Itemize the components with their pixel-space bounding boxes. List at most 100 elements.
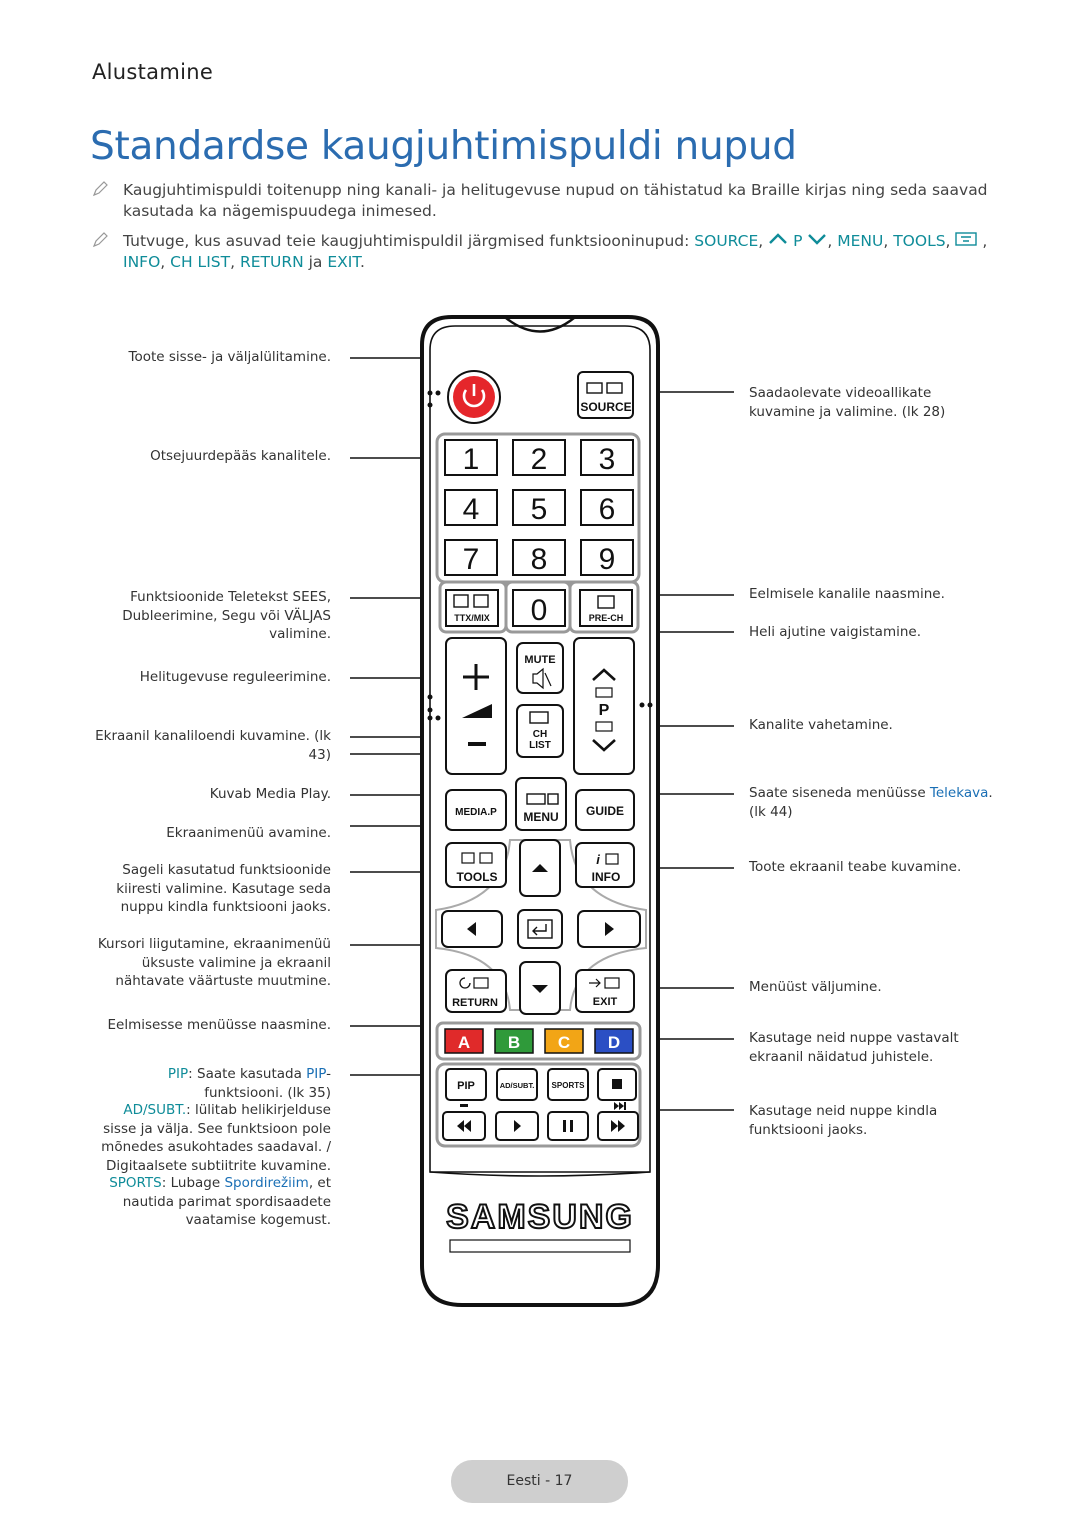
kw-info: INFO (123, 253, 161, 271)
digit-button-3[interactable]: 3 (580, 439, 634, 476)
color-button-label: D (608, 1033, 620, 1052)
pip-button[interactable]: PIP (445, 1068, 487, 1101)
mute-button[interactable]: MUTE (516, 642, 564, 694)
kw-return: RETURN (239, 253, 304, 271)
kw-p: P (793, 232, 803, 250)
digit-label: 7 (463, 543, 480, 576)
digit-button-7[interactable]: 7 (444, 539, 498, 576)
label-direct-channel: Otsejuurdepääs kanalitele. (150, 448, 331, 464)
kw-adsubt: AD/SUBT. (123, 1102, 187, 1118)
channel-rocker[interactable]: P (573, 637, 635, 775)
play-button[interactable] (495, 1111, 539, 1141)
tools-button[interactable]: TOOLS (445, 842, 507, 888)
label-sports: SPORTS: Lubage Spordirežiim, et nautida … (91, 1174, 331, 1230)
sep: . (359, 253, 365, 271)
pencil-note-icon (92, 181, 108, 197)
sep: ja (303, 253, 328, 271)
kw-telekava: Telekava (929, 785, 989, 801)
digit-label: 0 (531, 594, 548, 627)
power-button[interactable] (447, 370, 501, 424)
note-braille-text: Kaugjuhtimispuldi toitenupp ning kanali-… (123, 181, 988, 220)
media-group (435, 1062, 642, 1148)
digit-button-0[interactable]: 0 (512, 589, 566, 627)
label-volume: Helitugevuse reguleerimine. (139, 669, 331, 685)
digit-label: 3 (599, 443, 616, 476)
digit-label: 8 (531, 543, 548, 576)
sep: , (827, 232, 838, 250)
kw-pip-2: PIP (306, 1066, 327, 1082)
label-power: Toote sisse- ja väljalülitamine. (128, 349, 331, 365)
label-guide: Saate siseneda menüüsse Telekava. (lk 44… (749, 784, 999, 821)
digit-button-5[interactable]: 5 (512, 489, 566, 526)
digit-button-9[interactable]: 9 (580, 539, 634, 576)
color-buttons: A B C D (444, 1028, 634, 1054)
adsubt-text: : lülitab helikirjelduse sisse ja välja.… (101, 1102, 331, 1174)
digit-button-2[interactable]: 2 (512, 439, 566, 476)
prech-button[interactable]: PRE-CH (579, 589, 633, 627)
prech-label: PRE-CH (589, 613, 624, 623)
stop-button[interactable] (597, 1068, 637, 1101)
sports-button[interactable]: SPORTS (547, 1068, 589, 1101)
exit-label: EXIT (593, 996, 618, 1008)
mediap-label: MEDIA.P (455, 807, 497, 818)
mediap-button[interactable]: MEDIA.P (445, 789, 507, 831)
pause-button[interactable] (547, 1111, 589, 1141)
label-menu: Ekraanimenüü avamine. (166, 825, 331, 841)
chevron-up-icon (769, 233, 787, 244)
digit-button-6[interactable]: 6 (580, 489, 634, 526)
chlist-button[interactable]: CH LIST (516, 704, 564, 758)
list-label: LIST (529, 740, 551, 751)
down-arrow-button[interactable] (519, 961, 561, 1015)
label-prech: Eelmisele kanalile naasmine. (749, 586, 945, 602)
volume-rocker[interactable] (445, 637, 507, 775)
left-arrow-button[interactable] (441, 910, 503, 948)
enter-button[interactable] (517, 909, 563, 949)
sep: , (230, 253, 240, 271)
label-tools: Sageli kasutatud funktsioonide kiiresti … (116, 862, 331, 915)
ch-label: CH (533, 729, 547, 740)
rewind-button[interactable] (442, 1111, 486, 1141)
digit-button-1[interactable]: 1 (444, 439, 498, 476)
menu-button[interactable]: MENU (515, 777, 567, 831)
digit-button-8[interactable]: 8 (512, 539, 566, 576)
right-arrow-button[interactable] (577, 910, 641, 948)
source-button[interactable]: SOURCE (577, 371, 634, 419)
color-button-a[interactable]: A (444, 1028, 484, 1054)
chevron-down-icon (808, 234, 827, 245)
return-button[interactable]: RETURN (445, 969, 507, 1013)
adsubt-label: AD/SUBT. (500, 1081, 535, 1090)
digit-label: 4 (463, 493, 480, 526)
adsubt-button[interactable]: AD/SUBT. (496, 1068, 538, 1101)
color-button-c[interactable]: C (544, 1028, 584, 1054)
zero-group (504, 580, 572, 634)
sports-text-b: , et nautida parimat spordisaadete vaata… (122, 1175, 331, 1228)
note-prefix: Tutvuge, kus asuvad teie kaugjuhtimispul… (123, 232, 695, 250)
skip-icons (460, 1102, 626, 1110)
section-header: Alustamine (92, 60, 214, 84)
fast-forward-button[interactable] (597, 1111, 639, 1141)
exit-button[interactable]: EXIT (575, 969, 635, 1013)
ttx-mix-button[interactable]: TTX/MIX (445, 589, 499, 627)
color-button-label: C (558, 1033, 570, 1052)
up-arrow-button[interactable] (519, 839, 561, 897)
label-ttx: Funktsioonide Teletekst SEES, Dubleerimi… (122, 589, 331, 642)
color-button-d[interactable]: D (594, 1028, 634, 1054)
info-button[interactable]: i INFO (575, 842, 635, 888)
digit-button-4[interactable]: 4 (444, 489, 498, 526)
kw-pip: PIP (167, 1066, 189, 1082)
color-button-b[interactable]: B (494, 1028, 534, 1054)
pip-text-b: -funktsiooni. (lk 35) (204, 1066, 331, 1101)
guide-button[interactable]: GUIDE (575, 789, 635, 831)
ttx-mix-label: TTX/MIX (454, 613, 490, 623)
kw-chlist: CH LIST (170, 253, 231, 271)
sep: , (758, 232, 769, 250)
label-info: Toote ekraanil teabe kuvamine. (749, 859, 962, 875)
label-adsubt: AD/SUBT.: lülitab helikirjelduse sisse j… (91, 1101, 331, 1175)
menu-label: MENU (523, 810, 558, 824)
color-button-label: A (458, 1033, 470, 1052)
label-channel: Kanalite vahetamine. (749, 717, 893, 733)
kw-sports: SPORTS (109, 1175, 162, 1191)
label-cursor: Kursori liigutamine, ekraanimenüü üksust… (97, 936, 331, 989)
label-mute: Heli ajutine vaigistamine. (749, 624, 922, 640)
